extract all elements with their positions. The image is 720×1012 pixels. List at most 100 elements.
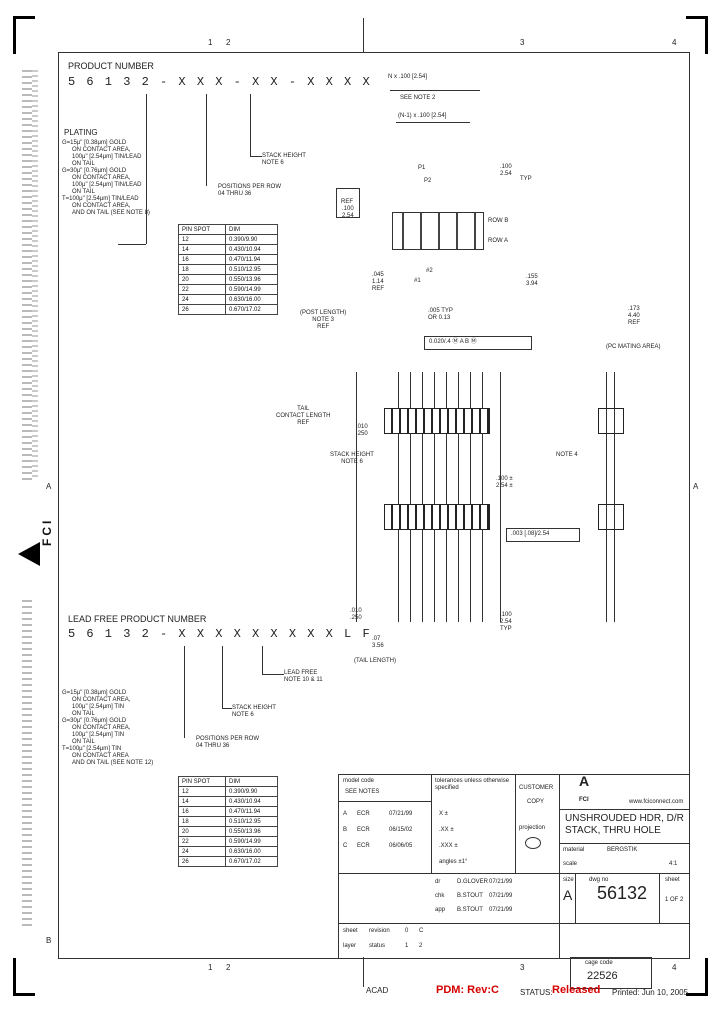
scale-value: 4:1	[669, 861, 678, 867]
table-header: DIM	[225, 224, 278, 235]
plating-line: 100μ" [2.54μm] TIN	[72, 704, 125, 710]
plating-line: 100μ" [2.54μm] TIN/LEAD	[72, 182, 142, 188]
row-a-label: ROW A	[488, 238, 509, 244]
cage-code-box: cage code 22526	[570, 957, 652, 989]
side-view-insulator-lower	[598, 504, 624, 530]
status-released: Released	[552, 984, 601, 996]
dim-see-note-2: SEE NOTE 2	[400, 95, 436, 101]
left-margin-notes	[22, 600, 32, 930]
left-margin-notes	[22, 70, 32, 480]
callout-line	[250, 156, 262, 157]
corner-mark-tl-v	[13, 16, 16, 54]
dim-ref-offset: .045 1.14 REF	[372, 272, 384, 292]
size-label: size	[563, 877, 574, 883]
table-header: PIN SPOT	[177, 224, 227, 235]
plating-line: AND ON TAIL (SEE NOTE 8)	[72, 210, 150, 216]
plating-line: ON TAIL	[72, 739, 95, 745]
left-logo-text: FCI	[40, 517, 54, 546]
status-label: STATUS:	[520, 988, 553, 997]
label-pin-2: #2	[426, 268, 433, 274]
projection-icon	[525, 837, 541, 849]
corner-mark-br-h	[686, 993, 708, 996]
positions-callout: POSITIONS PER ROW 04 THRU 36	[218, 184, 282, 197]
dim-pitch-n1: (N-1) x .100 [2.54]	[398, 113, 447, 119]
table-header: PIN SPOT	[177, 776, 227, 787]
lead-free-callout: LEAD FREE NOTE 10 & 11	[284, 670, 323, 683]
lead-free-number: 5 6 1 3 2 - X X X X X X X X X L F	[68, 627, 372, 641]
fci-logo-mark: A	[579, 773, 590, 789]
corner-mark-br-v	[705, 958, 708, 996]
dwg-number: 56132	[597, 883, 648, 903]
dim-typ: TYP	[520, 176, 532, 182]
plating-line: AND ON TAIL (SEE NOTE 12)	[72, 760, 154, 766]
plating-line: G=15μ" [0.38μm] GOLD	[62, 690, 127, 696]
size-value: A	[563, 887, 573, 903]
tol-line: .XX ±	[439, 827, 454, 833]
dim-tail-pitch: .100 2.54 TYP	[500, 612, 512, 632]
tol-line: .XXX ±	[439, 843, 458, 849]
dim-pitch-total: N x .100 [2.54]	[388, 74, 428, 80]
plating-line: T=100μ" [2.54μm] TIN	[62, 746, 122, 752]
insulator-lower	[384, 504, 490, 530]
product-number: 5 6 1 3 2 - X X X - X X - X X X X	[68, 75, 372, 89]
sheet-value: 1 OF 2	[665, 897, 684, 903]
note-4-label: NOTE 4	[556, 452, 578, 458]
centerline	[500, 372, 501, 622]
dimension-line	[396, 122, 470, 123]
plating-line: 100μ" [2.54μm] TIN/LEAD	[72, 154, 142, 160]
scale-label: scale	[563, 861, 578, 867]
sheet-label: sheet	[665, 877, 680, 883]
plating-line: 100μ" [2.54μm] TIN	[72, 732, 125, 738]
row-b-label: ROW B	[488, 218, 509, 224]
insulator-upper	[384, 408, 490, 434]
stack-height-label: STACK HEIGHT NOTE 6	[330, 452, 374, 465]
fci-logo-text: FCI	[579, 797, 589, 803]
zone-label-left-b: B	[46, 936, 52, 945]
callout-line	[222, 646, 223, 708]
zone-label-bottom-4: 4	[672, 963, 677, 972]
flatness-frame: .003 [.08]/2.54	[506, 528, 580, 542]
lead-free-label: LEAD FREE PRODUCT NUMBER	[68, 614, 207, 624]
projection-label: projection	[519, 825, 546, 831]
zone-label-bottom-2: 2	[226, 963, 231, 972]
plating-line: ON TAIL	[72, 189, 95, 195]
plating-line: G=30μ" [0.76μm] GOLD	[62, 168, 127, 174]
dim-contact: .010 .250	[356, 424, 368, 437]
side-view-pin	[614, 372, 615, 622]
corner-mark-tr-h	[686, 16, 708, 19]
plating-line: G=30μ" [0.76μm] GOLD	[62, 718, 127, 724]
plating-line: ON CONTACT AREA,	[72, 203, 131, 209]
dim-tail-offset: .010 .250	[350, 608, 362, 621]
callout-line	[184, 646, 185, 738]
plating-title: PLATING	[64, 128, 98, 137]
callout-line	[262, 674, 284, 675]
customer-label: CUSTOMER	[519, 785, 554, 791]
callout-line	[118, 244, 146, 245]
model-code-label: model code	[343, 778, 375, 784]
header-top-view	[392, 212, 484, 250]
dim-width: .155 3.94	[526, 274, 538, 287]
product-number-label: PRODUCT NUMBER	[68, 61, 154, 71]
dim-row-pitch: .100 2.54	[500, 164, 512, 177]
website-label: www.fciconnect.com	[629, 799, 684, 805]
table-header: DIM	[225, 776, 278, 787]
zone-label-top-2: 2	[226, 38, 231, 47]
corner-mark-bl-v	[13, 958, 16, 996]
zone-divider	[363, 18, 364, 52]
plating-line: ON CONTACT AREA,	[72, 725, 131, 731]
dim-mating-height: .173 4.40 REF	[628, 306, 640, 326]
